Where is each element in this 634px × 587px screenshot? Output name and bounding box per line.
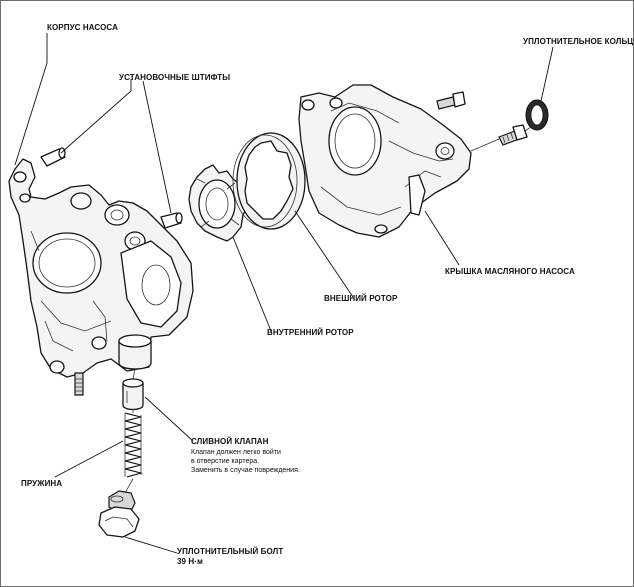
dowel-pin-upper [40,147,66,167]
relief-valve [122,378,144,411]
assembly-axis-lines [124,126,532,494]
label-sealing-bolt-torque: 39 Н·м [177,557,204,566]
leader-lines [14,33,554,554]
pump-body [8,158,194,396]
label-outer-rotor: ВНЕШНИЙ РОТОР [324,294,398,303]
label-dowel-pins: УСТАНОВОЧНЫЕ ШТИФТЫ [119,73,231,82]
cover-bolt-upper [436,91,466,110]
outer-rotor [232,132,306,230]
cover-bolt-lower [498,124,528,146]
label-pump-body: КОРПУС НАСОСА [47,23,118,32]
dowel-pin-lower [160,212,183,229]
label-oil-pump-cover: КРЫШКА МАСЛЯНОГО НАСОСА [445,267,575,276]
spring [124,412,144,478]
label-inner-rotor: ВНУТРЕННИЙ РОТОР [267,328,354,337]
label-o-ring: УПЛОТНИТЕЛЬНОЕ КОЛЬЦО [523,37,634,46]
label-sealing-bolt: УПЛОТНИТЕЛЬНЫЙ БОЛТ [177,547,284,556]
sealing-bolt [98,490,140,538]
label-relief-valve: СЛИВНОЙ КЛАПАН [191,437,269,446]
relief-valve-note-line-2: в отверстие картера. [191,458,260,465]
oil-pump-cover [298,84,472,238]
o-ring [525,99,549,131]
label-spring: ПРУЖИНА [21,479,63,488]
relief-valve-note-line-3: Заменить в случае повреждения. [191,467,300,474]
relief-valve-note-line-1: Клапан должен легко войти [191,449,281,456]
